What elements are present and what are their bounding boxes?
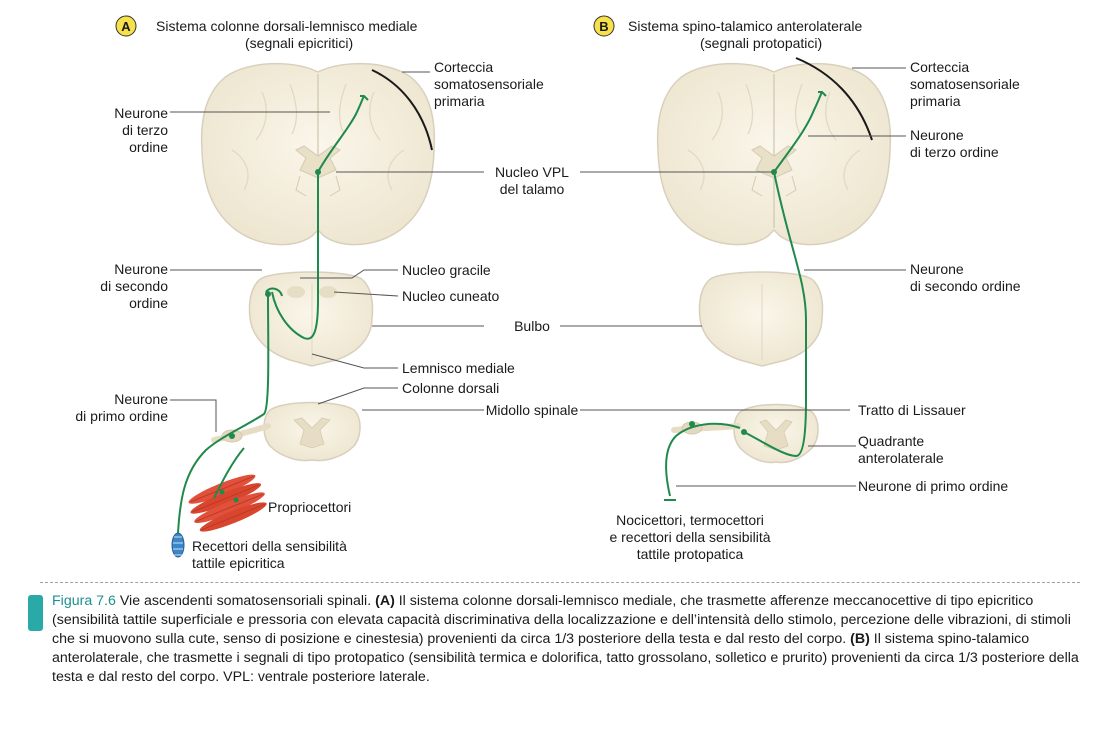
proprioceptor-muscle: [188, 474, 267, 532]
third-order-label-b-1: Neurone: [910, 127, 964, 143]
first-order-label-a-2: di primo ordine: [75, 408, 168, 424]
pathway-a: [177, 95, 369, 534]
epicritic-receptors-label-1: Recettori della sensibilità: [192, 538, 347, 554]
nociceptors-label-1: Nocicettori, termocettori: [616, 512, 764, 528]
gracile-synapse: [265, 291, 271, 297]
nociceptors-label-3: tattile protopatica: [637, 546, 744, 562]
panel-b-badge: [593, 15, 615, 37]
medulla-b: [698, 271, 824, 367]
caption-a-marker: (A): [375, 593, 395, 609]
spinal-cord-b: [671, 403, 819, 464]
caption-divider: [40, 582, 1080, 583]
third-order-label-a-2: di terzo: [122, 122, 168, 138]
shared-labels: Nucleo VPL del talamo Bulbo Midollo spin…: [486, 164, 579, 418]
panel-b-title: Sistema spino-talamico anterolaterale: [628, 18, 862, 34]
third-order-label-b-2: di terzo ordine: [910, 144, 999, 160]
spindle-ending-1: [219, 489, 225, 495]
cuneate-label: Nucleo cuneato: [402, 288, 500, 304]
leaders-a: [170, 71, 484, 432]
gracile-label: Nucleo gracile: [402, 262, 491, 278]
spindle-ending-2: [233, 497, 239, 503]
leaders-b: [560, 67, 906, 487]
first-order-label-a-1: Neurone: [114, 391, 168, 407]
third-order-label-a-3: ordine: [129, 139, 168, 155]
medial-lemniscus-label: Lemnisco mediale: [402, 360, 515, 376]
panel-a-subtitle: (segnali epicritici): [245, 35, 353, 51]
panel-a-badge-letter: A: [121, 19, 131, 34]
panel-a-title: Sistema colonne dorsali-lemnisco mediale: [156, 18, 418, 34]
epicritic-receptor: [171, 532, 185, 558]
medulla-a: [248, 271, 374, 367]
second-order-label-a-1: Neurone: [114, 261, 168, 277]
dorsal-root-ganglion-a: [229, 433, 235, 439]
caption-text: Figura 7.6 Vie ascendenti somatosensoria…: [52, 592, 1088, 687]
caption-intro: Vie ascendenti somatosensoriali spinali.: [115, 593, 376, 609]
panel-b-badge-letter: B: [599, 19, 608, 34]
figure-number: Figura 7.6: [52, 593, 116, 609]
panel-b-subtitle: (segnali protopatici): [700, 35, 822, 51]
dorsal-columns-label: Colonne dorsali: [402, 380, 499, 396]
second-order-label-b-1: Neurone: [910, 261, 964, 277]
brain-section-b: [656, 57, 892, 246]
panel-a: A Sistema colonne dorsali-lemnisco media…: [75, 15, 544, 571]
dorsal-horn-synapse-b: [741, 429, 747, 435]
dorsal-root-ganglion-b: [689, 421, 695, 427]
cortex-label-b-2: somatosensoriale: [910, 76, 1020, 92]
quadrant-label-2: anterolaterale: [858, 450, 944, 466]
cortex-label-a-1: Corteccia: [434, 59, 493, 75]
cortex-label-b-1: Corteccia: [910, 59, 969, 75]
epicritic-receptors-label-2: tattile epicritica: [192, 555, 285, 571]
caption-a-text: Il sistema colonne dorsali-lemnisco medi…: [52, 593, 1071, 647]
vpl-synapse-a: [315, 169, 321, 175]
third-order-label-a-1: Neurone: [114, 105, 168, 121]
vpl-synapse-b: [771, 169, 777, 175]
pathway-b: [664, 91, 827, 501]
second-order-label-a-3: ordine: [129, 295, 168, 311]
quadrant-label-1: Quadrante: [858, 433, 924, 449]
cortex-label-a-3: primaria: [434, 93, 485, 109]
second-order-label-b-2: di secondo ordine: [910, 278, 1021, 294]
vpl-label-2: del talamo: [500, 181, 565, 197]
first-order-label-b: Neurone di primo ordine: [858, 478, 1008, 494]
proprioceptors-label: Propriocettori: [268, 499, 351, 515]
caption-marker: [28, 595, 43, 631]
nociceptors-label-2: e recettori della sensibilità: [609, 529, 770, 545]
pathways-figure: A Sistema colonne dorsali-lemnisco media…: [75, 15, 1021, 571]
cortex-label-a-2: somatosensoriale: [434, 76, 544, 92]
caption-b-text: Il sistema spino-talamico anterolaterale…: [52, 631, 1079, 685]
panel-a-badge: [115, 15, 137, 37]
figure-caption: Figura 7.6 Vie ascendenti somatosensoria…: [28, 592, 1088, 687]
second-order-label-a-2: di secondo: [100, 278, 168, 294]
vpl-label-1: Nucleo VPL: [495, 164, 569, 180]
bulbo-label: Bulbo: [514, 318, 550, 334]
cortex-label-b-3: primaria: [910, 93, 961, 109]
panel-b: B Sistema spino-talamico anterolaterale …: [560, 15, 1021, 562]
lissauer-label: Tratto di Lissauer: [858, 402, 966, 418]
caption-b-marker: (B): [850, 631, 870, 647]
midollo-label: Midollo spinale: [486, 402, 579, 418]
spinal-cord-a: [211, 401, 361, 462]
